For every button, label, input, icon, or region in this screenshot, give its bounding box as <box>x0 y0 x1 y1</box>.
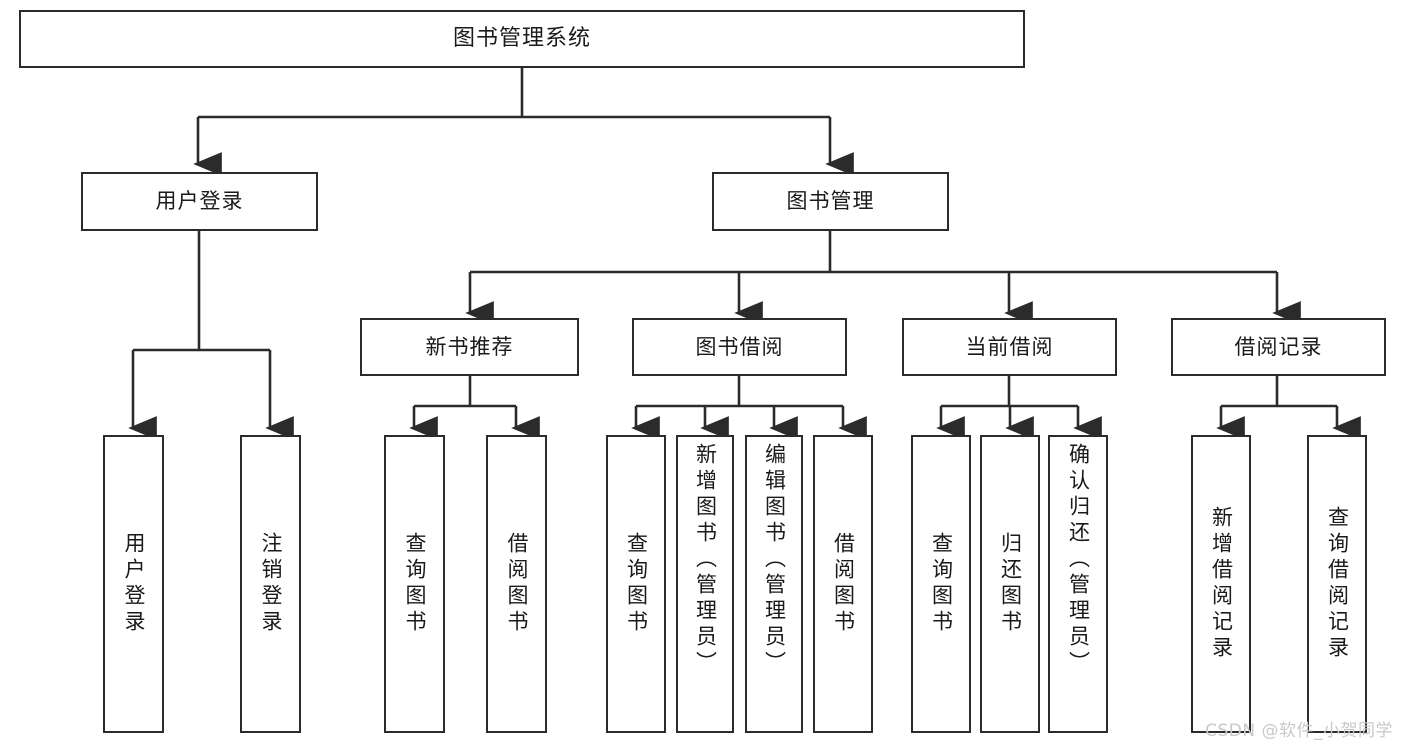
leaf-query-book-current[interactable]: 查询图书 <box>911 435 971 733</box>
leaf-return-book[interactable]: 归还图书 <box>980 435 1040 733</box>
node-book-borrow-label: 图书借阅 <box>695 334 784 359</box>
leaf-borrow-book-newbook-label: 借阅图书 <box>505 532 529 636</box>
node-book-management-label: 图书管理 <box>786 189 875 214</box>
leaf-query-book-current-label: 查询图书 <box>929 532 954 636</box>
leaf-query-borrow-record-label: 查询借阅记录 <box>1325 506 1350 662</box>
leaf-borrow-book-borrow-label: 借阅图书 <box>831 532 856 636</box>
leaf-borrow-book-borrow[interactable]: 借阅图书 <box>813 435 873 733</box>
leaf-return-book-label: 归还图书 <box>998 532 1023 636</box>
leaf-add-book-admin-label: 新增图书（管理员） <box>693 443 718 677</box>
node-new-book-recommend[interactable]: 新书推荐 <box>360 318 579 376</box>
node-borrow-records-label: 借阅记录 <box>1234 334 1323 359</box>
leaf-confirm-return-admin-label: 确认归还（管理员） <box>1066 443 1091 677</box>
leaf-add-borrow-record[interactable]: 新增借阅记录 <box>1191 435 1251 733</box>
leaf-logout-label: 注销登录 <box>259 532 283 636</box>
node-new-book-recommend-label: 新书推荐 <box>425 334 514 359</box>
leaf-user-login[interactable]: 用户登录 <box>103 435 164 733</box>
leaf-edit-book-admin-label: 编辑图书（管理员） <box>762 443 787 677</box>
node-user-login[interactable]: 用户登录 <box>81 172 318 231</box>
csdn-watermark: CSDN @软件_小贺同学 <box>1205 721 1393 741</box>
leaf-query-borrow-record[interactable]: 查询借阅记录 <box>1307 435 1367 733</box>
node-root-label: 图书管理系统 <box>452 26 591 52</box>
leaf-query-book-borrow[interactable]: 查询图书 <box>606 435 666 733</box>
node-current-borrow-label: 当前借阅 <box>965 334 1054 359</box>
node-borrow-records[interactable]: 借阅记录 <box>1171 318 1386 376</box>
node-current-borrow[interactable]: 当前借阅 <box>902 318 1117 376</box>
node-user-login-label: 用户登录 <box>155 189 244 214</box>
leaf-edit-book-admin[interactable]: 编辑图书（管理员） <box>745 435 803 733</box>
leaf-add-borrow-record-label: 新增借阅记录 <box>1209 506 1234 662</box>
leaf-logout[interactable]: 注销登录 <box>240 435 301 733</box>
leaf-add-book-admin[interactable]: 新增图书（管理员） <box>676 435 734 733</box>
leaf-confirm-return-admin[interactable]: 确认归还（管理员） <box>1048 435 1108 733</box>
leaf-query-book-newbook[interactable]: 查询图书 <box>384 435 445 733</box>
node-root[interactable]: 图书管理系统 <box>19 10 1025 68</box>
node-book-management[interactable]: 图书管理 <box>712 172 949 231</box>
leaf-borrow-book-newbook[interactable]: 借阅图书 <box>486 435 547 733</box>
leaf-query-book-newbook-label: 查询图书 <box>403 532 427 636</box>
leaf-query-book-borrow-label: 查询图书 <box>624 532 649 636</box>
leaf-user-login-label: 用户登录 <box>122 532 146 636</box>
node-book-borrow[interactable]: 图书借阅 <box>632 318 847 376</box>
